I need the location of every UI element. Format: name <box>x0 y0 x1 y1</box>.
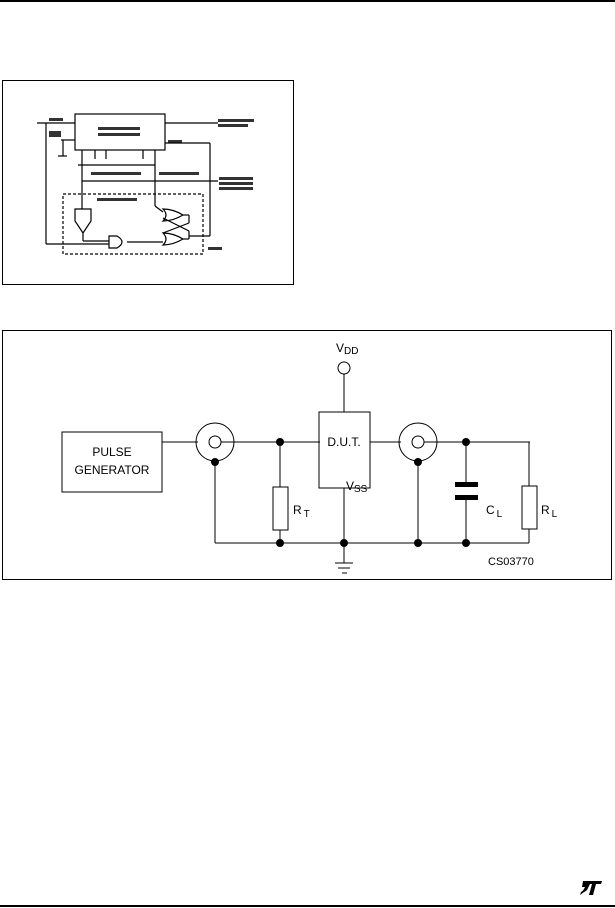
carry-label-blurred <box>159 172 199 175</box>
junction-dot <box>462 438 470 446</box>
ic2-label-blurred <box>97 198 137 201</box>
junction-dot <box>414 458 422 466</box>
capacitor-cl <box>455 482 478 500</box>
ic-label-blurred <box>98 127 140 130</box>
top-rule <box>0 0 615 2</box>
coax-connector-2-inner <box>411 435 425 449</box>
pulse-generator-label-1: PULSE <box>92 445 131 459</box>
bottom-rule <box>0 905 615 907</box>
vss-label: VSS <box>346 479 368 495</box>
nor-gate-top <box>161 208 185 222</box>
junction-dot <box>276 438 284 446</box>
input-label-blurred <box>49 118 63 121</box>
ground-symbol <box>335 562 353 574</box>
junction-dots <box>211 438 470 547</box>
side-label-blurred <box>219 177 253 180</box>
nand-gate <box>74 208 92 235</box>
pulse-generator-box <box>61 431 163 493</box>
dut-box <box>318 411 371 489</box>
dut-label: D.U.T. <box>327 435 360 449</box>
vdd-label: VDD <box>336 341 358 357</box>
input-label-blurred <box>49 131 61 137</box>
st-logo-icon <box>580 881 602 895</box>
pulse-generator-label-2: GENERATOR <box>75 463 150 477</box>
nor-gate-bottom <box>161 232 185 246</box>
figure-1-logic-schematic <box>2 80 294 285</box>
output-label-blurred <box>218 119 254 122</box>
side-label-blurred <box>219 182 253 185</box>
junction-dot <box>462 539 470 547</box>
junction-dot <box>414 539 422 547</box>
counter-ic-box <box>74 113 166 151</box>
ic-label-blurred <box>98 133 140 136</box>
st-logo <box>579 881 603 895</box>
output-label-blurred <box>218 124 248 127</box>
coax-connector-1-inner <box>208 435 222 449</box>
resistor-rl <box>521 485 538 530</box>
reset-label-blurred <box>168 140 182 143</box>
and-gate <box>108 235 123 249</box>
figure-1-svg <box>37 113 254 255</box>
figure-code-blurred <box>208 247 222 250</box>
side-label-blurred <box>219 187 253 190</box>
figure-code: CS03770 <box>488 556 534 568</box>
vdd-terminal <box>337 361 351 375</box>
resistor-rt <box>272 486 289 531</box>
capacitor-plate-bottom <box>455 495 478 500</box>
junction-dot <box>340 539 348 547</box>
capacitor-plate-top <box>455 482 478 487</box>
ic-boundary-dashed <box>62 193 204 255</box>
junction-dot <box>276 539 284 547</box>
outputs-label-blurred <box>91 172 141 175</box>
junction-dot <box>211 458 219 466</box>
